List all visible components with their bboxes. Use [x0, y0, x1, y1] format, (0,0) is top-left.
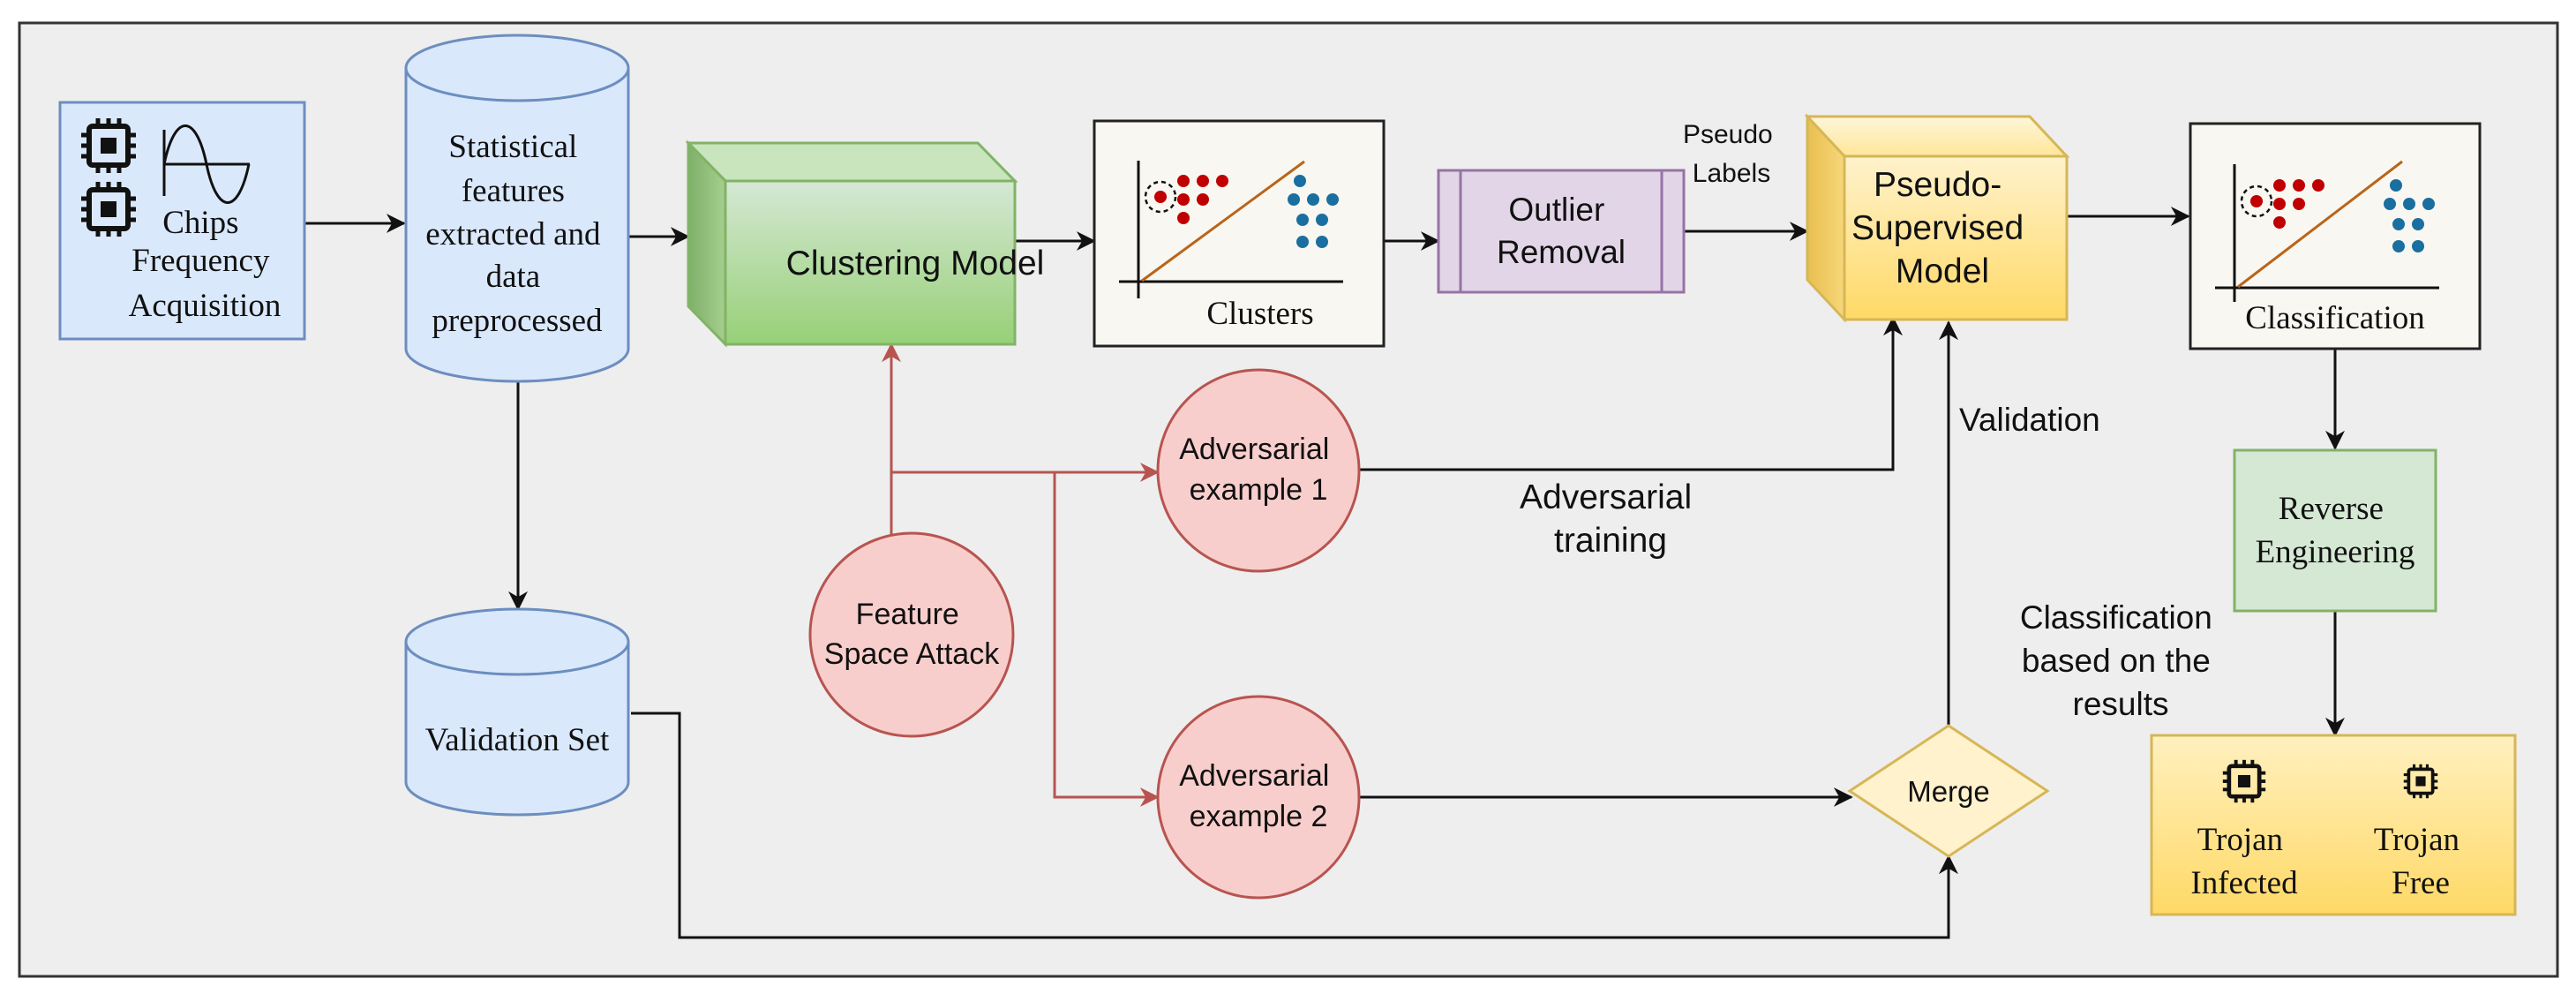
- merge-node: Merge: [1847, 724, 2050, 858]
- chip-icon: [81, 118, 136, 173]
- adversarial-example-1: Adversarial example 1: [1156, 368, 1361, 573]
- input-chips-frequency-acquisition: Chips Frequency Acquisition: [58, 101, 306, 341]
- arrow-validation-set-to-merge: [631, 712, 1958, 939]
- clustering-model: Clustering Model: [685, 139, 1045, 348]
- outlier-removal: Outlier Removal: [1437, 169, 1686, 294]
- features-datastore: Statistical features extracted and data …: [404, 34, 630, 383]
- adversarial-training-label: Adversarial training: [1520, 478, 1701, 560]
- clusters-label: Clusters: [1206, 296, 1313, 332]
- trojan-infected-label: Trojan Infected: [2190, 822, 2298, 901]
- merge-label: Merge: [1907, 775, 1990, 808]
- validation-set-datastore: Validation Set: [404, 607, 630, 817]
- red-cluster-points: [1154, 175, 1228, 224]
- connectors: [304, 207, 2345, 939]
- pseudo-model-label: Pseudo- Supervised Model: [1851, 166, 2033, 290]
- chip-icon: [81, 182, 136, 237]
- pseudo-supervised-model: Pseudo- Supervised Model: [1804, 113, 2070, 323]
- results-caption: Classification based on the results: [2020, 599, 2221, 722]
- chip-icon: [2401, 762, 2440, 801]
- teal-cluster-points: [2384, 179, 2435, 252]
- classification-label: Classification: [2245, 300, 2424, 336]
- outlier-label: Outlier Removal: [1497, 192, 1626, 270]
- validation-set-label: Validation Set: [425, 722, 610, 758]
- feature-space-attack: Feature Space Attack: [808, 531, 1015, 738]
- teal-cluster-points: [1288, 175, 1339, 248]
- sine-wave-icon: [162, 124, 251, 204]
- adversarial-example-2: Adversarial example 2: [1156, 695, 1361, 900]
- validation-edge-label: Validation: [1959, 402, 2100, 438]
- red-cluster-points: [2250, 179, 2324, 229]
- classification-plot: Classification: [2189, 122, 2482, 350]
- attack-connectors: [882, 343, 1160, 807]
- trojan-free-label: Trojan Free: [2374, 822, 2468, 901]
- attack-label: Feature Space Attack: [824, 598, 1000, 671]
- arrow-attack-to-adv2: [1053, 472, 1160, 807]
- arrow-adv1-to-pseudo-model: [1359, 316, 1903, 471]
- features-label: Statistical features extracted and data …: [425, 129, 609, 339]
- trojan-free: Trojan Free: [2374, 762, 2468, 901]
- input-label: Chips Frequency Acquisition: [129, 205, 282, 324]
- reverse-engineering-label: Reverse Engineering: [2256, 491, 2415, 570]
- pseudo-labels-label: Pseudo Labels: [1683, 120, 1780, 188]
- outcomes-box: Trojan Infected Trojan Free: [2150, 734, 2517, 916]
- clusters-plot: Clusters: [1093, 119, 1386, 348]
- adv2-label: Adversarial example 2: [1179, 759, 1338, 833]
- trojan-infected: Trojan Infected: [2190, 760, 2298, 901]
- reverse-engineering: Reverse Engineering: [2233, 448, 2437, 613]
- adv1-label: Adversarial example 1: [1179, 433, 1338, 507]
- clustering-label: Clustering Model: [786, 245, 1045, 282]
- chip-icon: [2223, 760, 2265, 802]
